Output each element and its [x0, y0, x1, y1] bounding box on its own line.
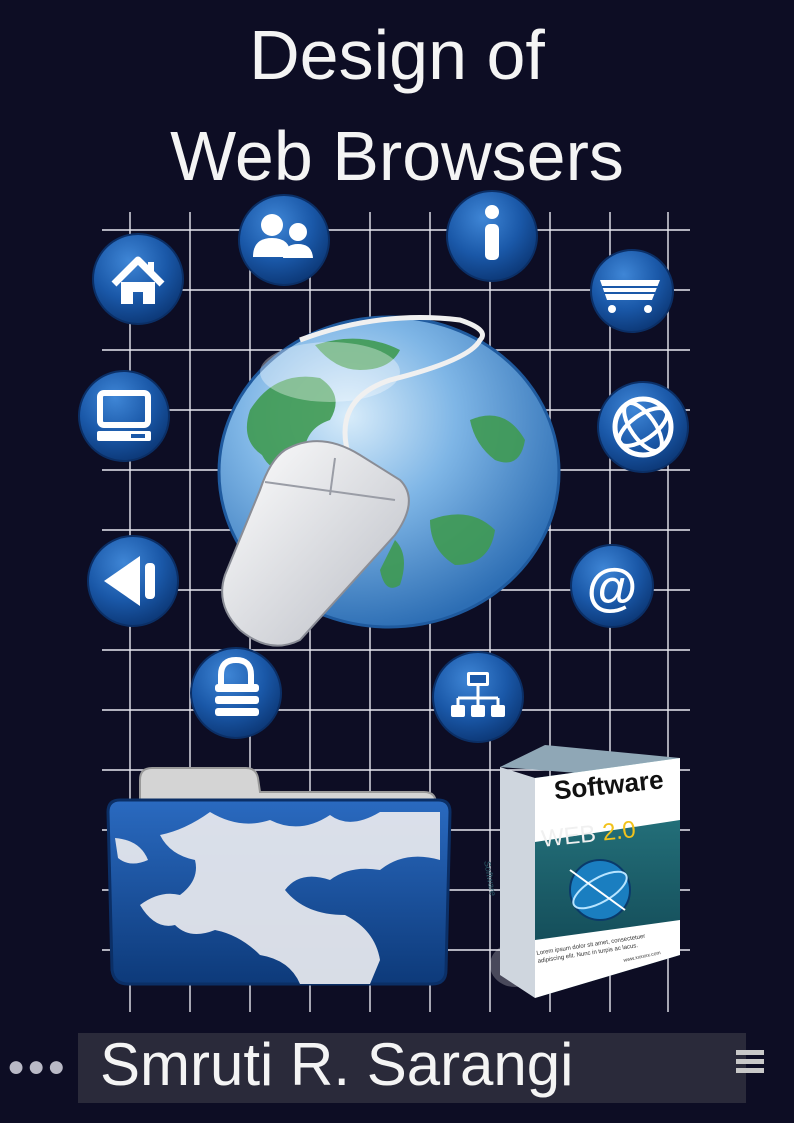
users-icon[interactable]: [238, 194, 330, 286]
more-dots-icon[interactable]: ●●●: [7, 1050, 68, 1083]
mouse-cable: [299, 315, 485, 461]
lock-icon[interactable]: [190, 647, 282, 739]
folder-icon[interactable]: [106, 767, 452, 986]
menu-icon[interactable]: [736, 1050, 764, 1076]
version-text: 2.0: [601, 816, 638, 847]
mouse-icon[interactable]: [221, 440, 410, 647]
author-bar: [78, 1033, 746, 1103]
computer-icon[interactable]: [78, 370, 170, 462]
at-sign-icon[interactable]: @: [570, 544, 654, 628]
shopping-cart-icon[interactable]: [590, 249, 674, 333]
globe-icon[interactable]: [597, 381, 689, 473]
back-arrow-icon[interactable]: [87, 535, 179, 627]
home-icon[interactable]: [92, 233, 184, 325]
info-icon[interactable]: [446, 190, 538, 282]
title-line-1: Design of: [249, 16, 545, 94]
author-name: Smruti R. Sarangi: [100, 1031, 574, 1098]
network-icon[interactable]: [432, 651, 524, 743]
svg-text:@: @: [587, 559, 638, 617]
web-text: WEB: [540, 819, 604, 853]
software-box: [490, 745, 680, 998]
title-line-2: Web Browsers: [170, 117, 624, 195]
